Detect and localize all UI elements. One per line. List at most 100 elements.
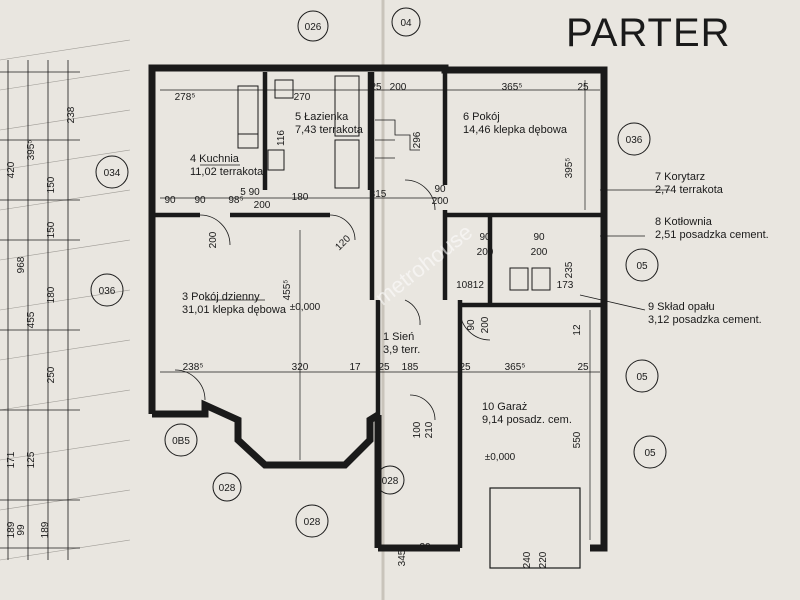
marker-o34 [95, 155, 129, 189]
garage-door-outline [489, 487, 581, 569]
room-name-korytarz: 7 Korytarz [655, 171, 705, 183]
marker-o28b [375, 465, 405, 495]
dim-d12: 12 [572, 324, 583, 336]
dim-d173: 173 [557, 280, 574, 291]
left-dimension-lines [0, 60, 80, 560]
dim-d345: 345 [397, 549, 408, 566]
marker-label-o28a: 028 [219, 483, 236, 494]
dim-d200d: 200 [432, 196, 449, 207]
dim-d25a: 25 [370, 82, 382, 93]
dim-d296: 296 [412, 131, 423, 148]
room-area-kotlownia: 2,51 posadzka cement. [655, 229, 769, 241]
dim-l171: 171 [6, 451, 17, 468]
room-area-sien: 3,9 terr. [383, 344, 420, 356]
dim-d200b: 200 [254, 200, 271, 211]
dim-l455: 455 [26, 311, 37, 328]
dim-d210: 210 [424, 421, 435, 438]
marker-o26 [297, 10, 329, 42]
inner-dimension-lines [160, 80, 600, 540]
dim-d590: 5 90 [240, 187, 260, 198]
dim-d90c: 90 [434, 184, 446, 195]
marker-label-o28b: 028 [382, 476, 399, 487]
hatch-lines [0, 39, 131, 561]
dim-d365a: 365⁵ [502, 82, 523, 93]
dim-d0000a: ±0,000 [290, 302, 321, 313]
dim-d315: 315 [370, 189, 387, 200]
dim-d90a: 90 [164, 195, 176, 206]
staircase [375, 119, 420, 159]
room-name-kuchnia: 4 Kuchnia [190, 153, 240, 165]
dim-l395: 395⁵ [26, 140, 37, 161]
marker-ob5 [164, 423, 198, 457]
dim-d240: 240 [522, 551, 533, 568]
dim-d25c: 25 [378, 362, 390, 373]
dim-d278: 278⁵ [175, 92, 196, 103]
dim-d200f: 200 [531, 247, 548, 258]
marker-label-o26: 026 [305, 22, 322, 33]
marker-label-o5b: 05 [636, 372, 648, 383]
dim-d200g: 200 [480, 316, 491, 333]
dim-l150a: 150 [46, 176, 57, 193]
dim-d185: 185 [402, 362, 419, 373]
dim-d100: 100 [412, 421, 423, 438]
marker-label-o5a: 05 [636, 261, 648, 272]
room-area-kuchnia: 11,02 terrakota [190, 166, 264, 178]
marker-o28c [295, 504, 329, 538]
marker-o4 [391, 7, 421, 37]
dim-d220: 220 [538, 551, 549, 568]
dim-l420: 420 [6, 161, 17, 178]
dim-l238: 238 [66, 106, 77, 123]
room-area-garaz: 9,14 posadz. cem. [482, 414, 572, 426]
marker-label-o28c: 028 [304, 517, 321, 528]
dim-d0000b: ±0,000 [485, 452, 516, 463]
exterior-walls [148, 64, 608, 552]
plan-title: PARTER [566, 11, 731, 55]
room-name-pokoj6: 6 Pokój [463, 111, 500, 123]
dim-d180: 180 [292, 192, 309, 203]
marker-label-o5c: 05 [644, 448, 656, 459]
dim-l250: 250 [46, 366, 57, 383]
dim-d235: 235 [564, 261, 575, 278]
dim-d238: 238⁵ [183, 362, 204, 373]
dim-d116: 116 [276, 130, 287, 146]
marker-label-o34: 034 [104, 168, 121, 179]
room-name-garaz: 10 Garaż [482, 401, 527, 413]
leader-lines [200, 164, 670, 311]
dim-d17: 17 [349, 362, 361, 373]
marker-o5a [625, 248, 659, 282]
marker-label-ob5: 0B5 [172, 436, 190, 447]
dim-d320: 320 [292, 362, 309, 373]
dim-d200a: 200 [390, 82, 407, 93]
dim-l968: 968 [16, 256, 27, 273]
dim-d90f: 90 [466, 319, 477, 331]
dim-d98: 98⁵ [228, 195, 243, 206]
room-area-pokoj-dzienny: 31,01 klepka dębowa [182, 304, 287, 316]
bathroom-kitchen-fixtures [237, 75, 551, 291]
dim-d365b: 365⁵ [505, 362, 526, 373]
dim-l189b: 189 [40, 521, 51, 538]
marker-label-o36a: 036 [626, 135, 643, 146]
dim-d30: 30 [419, 542, 431, 553]
marker-label-o4: 04 [400, 18, 412, 29]
dim-l189a: 189 [6, 521, 17, 538]
room-name-lazienka: 5 Łazienka [295, 111, 349, 123]
dim-d10812: 10812 [456, 280, 484, 291]
dim-l180: 180 [46, 286, 57, 303]
marker-o5c [633, 435, 667, 469]
interior-walls [152, 72, 604, 548]
dim-d25d: 25 [459, 362, 471, 373]
room-name-kotlownia: 8 Kotłownia [655, 216, 713, 228]
room-name-sklad-opalu: 9 Skład opału [648, 301, 715, 313]
door-swings [174, 179, 491, 421]
room-area-pokoj6: 14,46 klepka dębowa [463, 124, 568, 136]
room-area-korytarz: 2,74 terrakota [655, 184, 724, 196]
dim-d455: 455⁵ [282, 280, 293, 301]
dim-l125: 125 [26, 451, 37, 468]
marker-o36b [90, 273, 124, 307]
dim-d90e: 90 [533, 232, 545, 243]
dim-d270: 270 [294, 92, 311, 103]
dim-l150b: 150 [46, 221, 57, 238]
